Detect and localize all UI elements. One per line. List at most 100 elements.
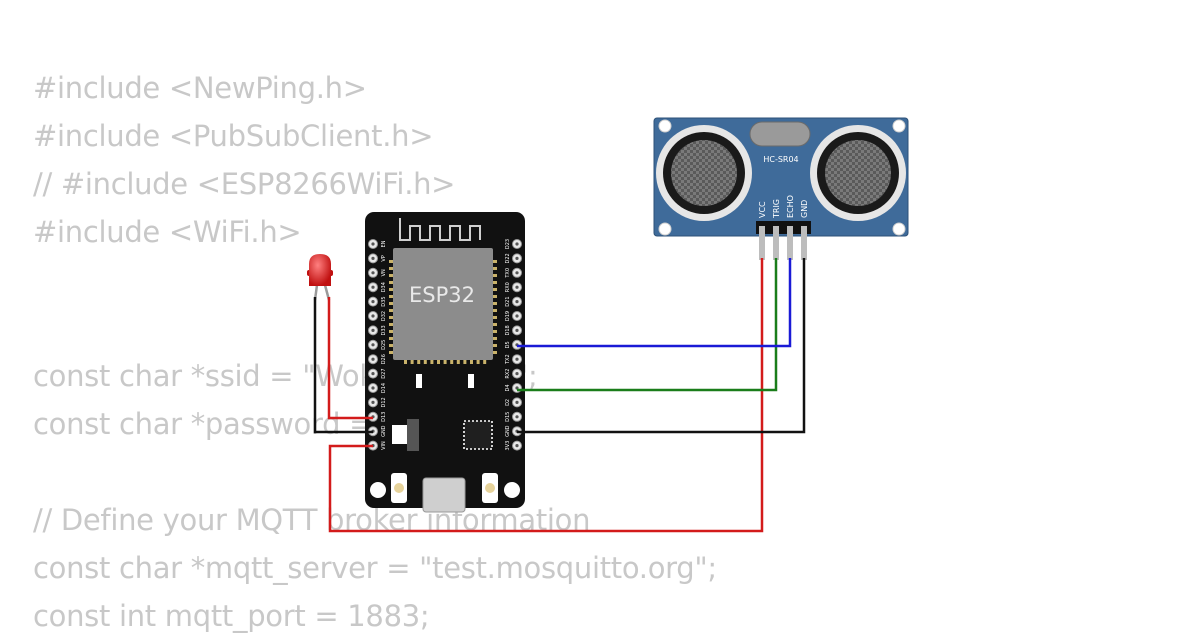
board-pin-hole — [371, 400, 375, 404]
chip-pad — [493, 288, 497, 291]
board-pin-label: D26 — [381, 354, 387, 364]
chip-pad — [456, 360, 460, 364]
mounting-hole — [658, 222, 672, 236]
chip-pad — [493, 344, 497, 347]
sensor-pin[interactable] — [773, 226, 779, 260]
antenna-trace — [399, 218, 481, 241]
chip-pad — [389, 260, 393, 263]
chip-pad — [389, 351, 393, 354]
board-pin-label: D34 — [381, 282, 387, 292]
mounting-hole — [504, 482, 520, 498]
board-pin-label: TX0 — [505, 268, 511, 279]
wires — [313, 258, 806, 533]
chip-pad — [410, 360, 414, 364]
chip-pad — [493, 267, 497, 270]
right-pin-header: D23D22TX0RX0D21D19D18D5TX2RX2D4D2D15GND3… — [505, 239, 522, 451]
wire-gnd[interactable] — [517, 258, 806, 434]
esp32-board[interactable]: ESP32 ENVPVND34D35D32D33D25D26D27D14D12D… — [365, 212, 525, 513]
sensor-pin[interactable] — [759, 226, 765, 260]
chip-pad — [493, 337, 497, 340]
mounting-hole — [892, 222, 906, 236]
board-pin-label: EN — [381, 240, 387, 247]
board-pin-label: D2 — [505, 399, 511, 406]
smd-component — [468, 374, 474, 388]
board-pin-hole — [371, 271, 375, 275]
board-pin-label: D25 — [381, 340, 387, 350]
chip-pad — [493, 330, 497, 333]
chip-pad — [389, 302, 393, 305]
chip-pad — [389, 323, 393, 326]
voltage-regulator — [392, 425, 408, 444]
chip-pad — [437, 360, 440, 364]
board-pin-label: D18 — [505, 325, 511, 335]
chip-pad — [476, 360, 480, 364]
board-pin-hole — [515, 285, 519, 289]
board-pin-label: RX0 — [505, 282, 511, 292]
chip-pad — [493, 281, 497, 284]
esp32-chip — [393, 248, 493, 360]
board-pin-hole — [515, 372, 519, 376]
chip-pad — [389, 316, 393, 319]
chip-pad — [483, 360, 487, 364]
chip-pad — [404, 360, 407, 364]
board-pin-label: D12 — [381, 397, 387, 407]
board-pin-label: VP — [381, 255, 387, 261]
chip-pad — [493, 260, 497, 263]
code-line: const char *password = ""; — [33, 407, 418, 441]
chip-pad — [389, 288, 393, 291]
wire-led-anode[interactable] — [327, 297, 373, 420]
board-pin-hole — [371, 386, 375, 390]
board-pin-hole — [515, 357, 519, 361]
wire-led-ground[interactable] — [313, 297, 373, 434]
chip-pad — [493, 295, 497, 298]
board-pin-label: D23 — [505, 239, 511, 249]
chip-pad — [423, 360, 427, 364]
board-pin-hole — [515, 300, 519, 304]
board-pin-label: D33 — [381, 325, 387, 335]
wire-echo[interactable] — [517, 258, 792, 348]
chip-pad — [493, 351, 497, 354]
boot-button[interactable] — [482, 473, 498, 503]
board-pin-hole — [515, 400, 519, 404]
board-pin-label: RX2 — [505, 369, 511, 379]
chip-pad — [493, 302, 497, 305]
board-pin-label: D35 — [381, 296, 387, 306]
board-pin-label: VN — [381, 269, 387, 276]
chip-pad — [389, 274, 393, 277]
board-pin-hole — [371, 300, 375, 304]
board-pin-hole — [515, 271, 519, 275]
left-pin-header: ENVPVND34D35D32D33D25D26D27D14D12D13GNDV… — [368, 239, 387, 451]
board-pin-label: D13 — [381, 412, 387, 422]
board-pin-hole — [371, 285, 375, 289]
sensor-pin[interactable] — [787, 226, 793, 260]
chip-pad — [417, 360, 421, 364]
chip-pad — [389, 281, 393, 284]
wire-vcc[interactable] — [328, 258, 764, 533]
en-button[interactable] — [391, 473, 407, 503]
code-line: #include <PubSubClient.h> — [33, 119, 434, 153]
board-pin-label: GND — [505, 425, 511, 437]
board-pin-hole — [515, 314, 519, 318]
wire-trig[interactable] — [517, 258, 778, 392]
chip-pad — [470, 360, 473, 364]
mounting-hole — [892, 119, 906, 133]
board-label: ESP32 — [409, 283, 475, 307]
chip-pad — [389, 330, 393, 333]
chip-pad — [463, 360, 467, 364]
board-pin-label: VIN — [381, 441, 387, 450]
sensor-pin-label: GND — [800, 200, 809, 218]
red-led[interactable] — [307, 254, 333, 301]
sensor-pin-label: TRIG — [772, 199, 781, 219]
mounting-hole — [658, 119, 672, 133]
board-pin-hole — [371, 372, 375, 376]
board-pin-label: D21 — [505, 296, 511, 306]
board-pin-label: D19 — [505, 311, 511, 321]
sensor-pin[interactable] — [801, 226, 807, 260]
usb-connector[interactable] — [422, 477, 466, 513]
board-pin-hole — [371, 343, 375, 347]
ultrasonic-sensor[interactable]: HC-SR04 VCC TRIG ECHO GND — [653, 117, 909, 260]
voltage-regulator — [407, 419, 419, 451]
board-pin-label: D5 — [505, 341, 511, 348]
mounting-hole — [370, 482, 386, 498]
